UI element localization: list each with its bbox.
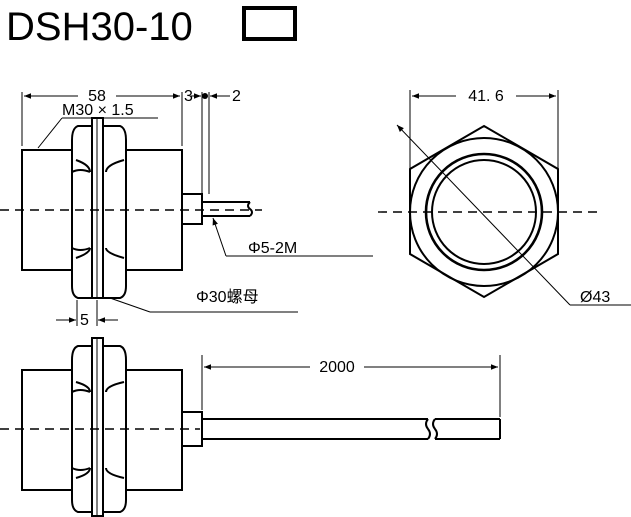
cable-length-dim: 2000 [319, 359, 355, 376]
thread-spec-label: M30 × 1.5 [62, 102, 134, 119]
bottom-view: 2000 [0, 337, 501, 517]
side-view: 58 M30 × 1.5 3 2 Φ5-2M Φ30螺母 5 [0, 86, 373, 329]
model-title: DSH30-10 [6, 5, 193, 49]
across-flats-dim: 41. 6 [468, 88, 504, 105]
outer-diameter-dim: Ø43 [580, 289, 610, 306]
nut-width-dim: 5 [80, 312, 89, 329]
front-view: 41. 6 Ø43 [378, 86, 631, 306]
empty-square-box-icon [242, 6, 297, 41]
offset-dim-left: 3 [184, 88, 193, 105]
cable-spec-label: Φ5-2M [248, 240, 297, 257]
offset-dim-right: 2 [232, 88, 241, 105]
nut-spec-label: Φ30螺母 [196, 288, 259, 306]
side-length-dim: 58 [88, 88, 106, 105]
